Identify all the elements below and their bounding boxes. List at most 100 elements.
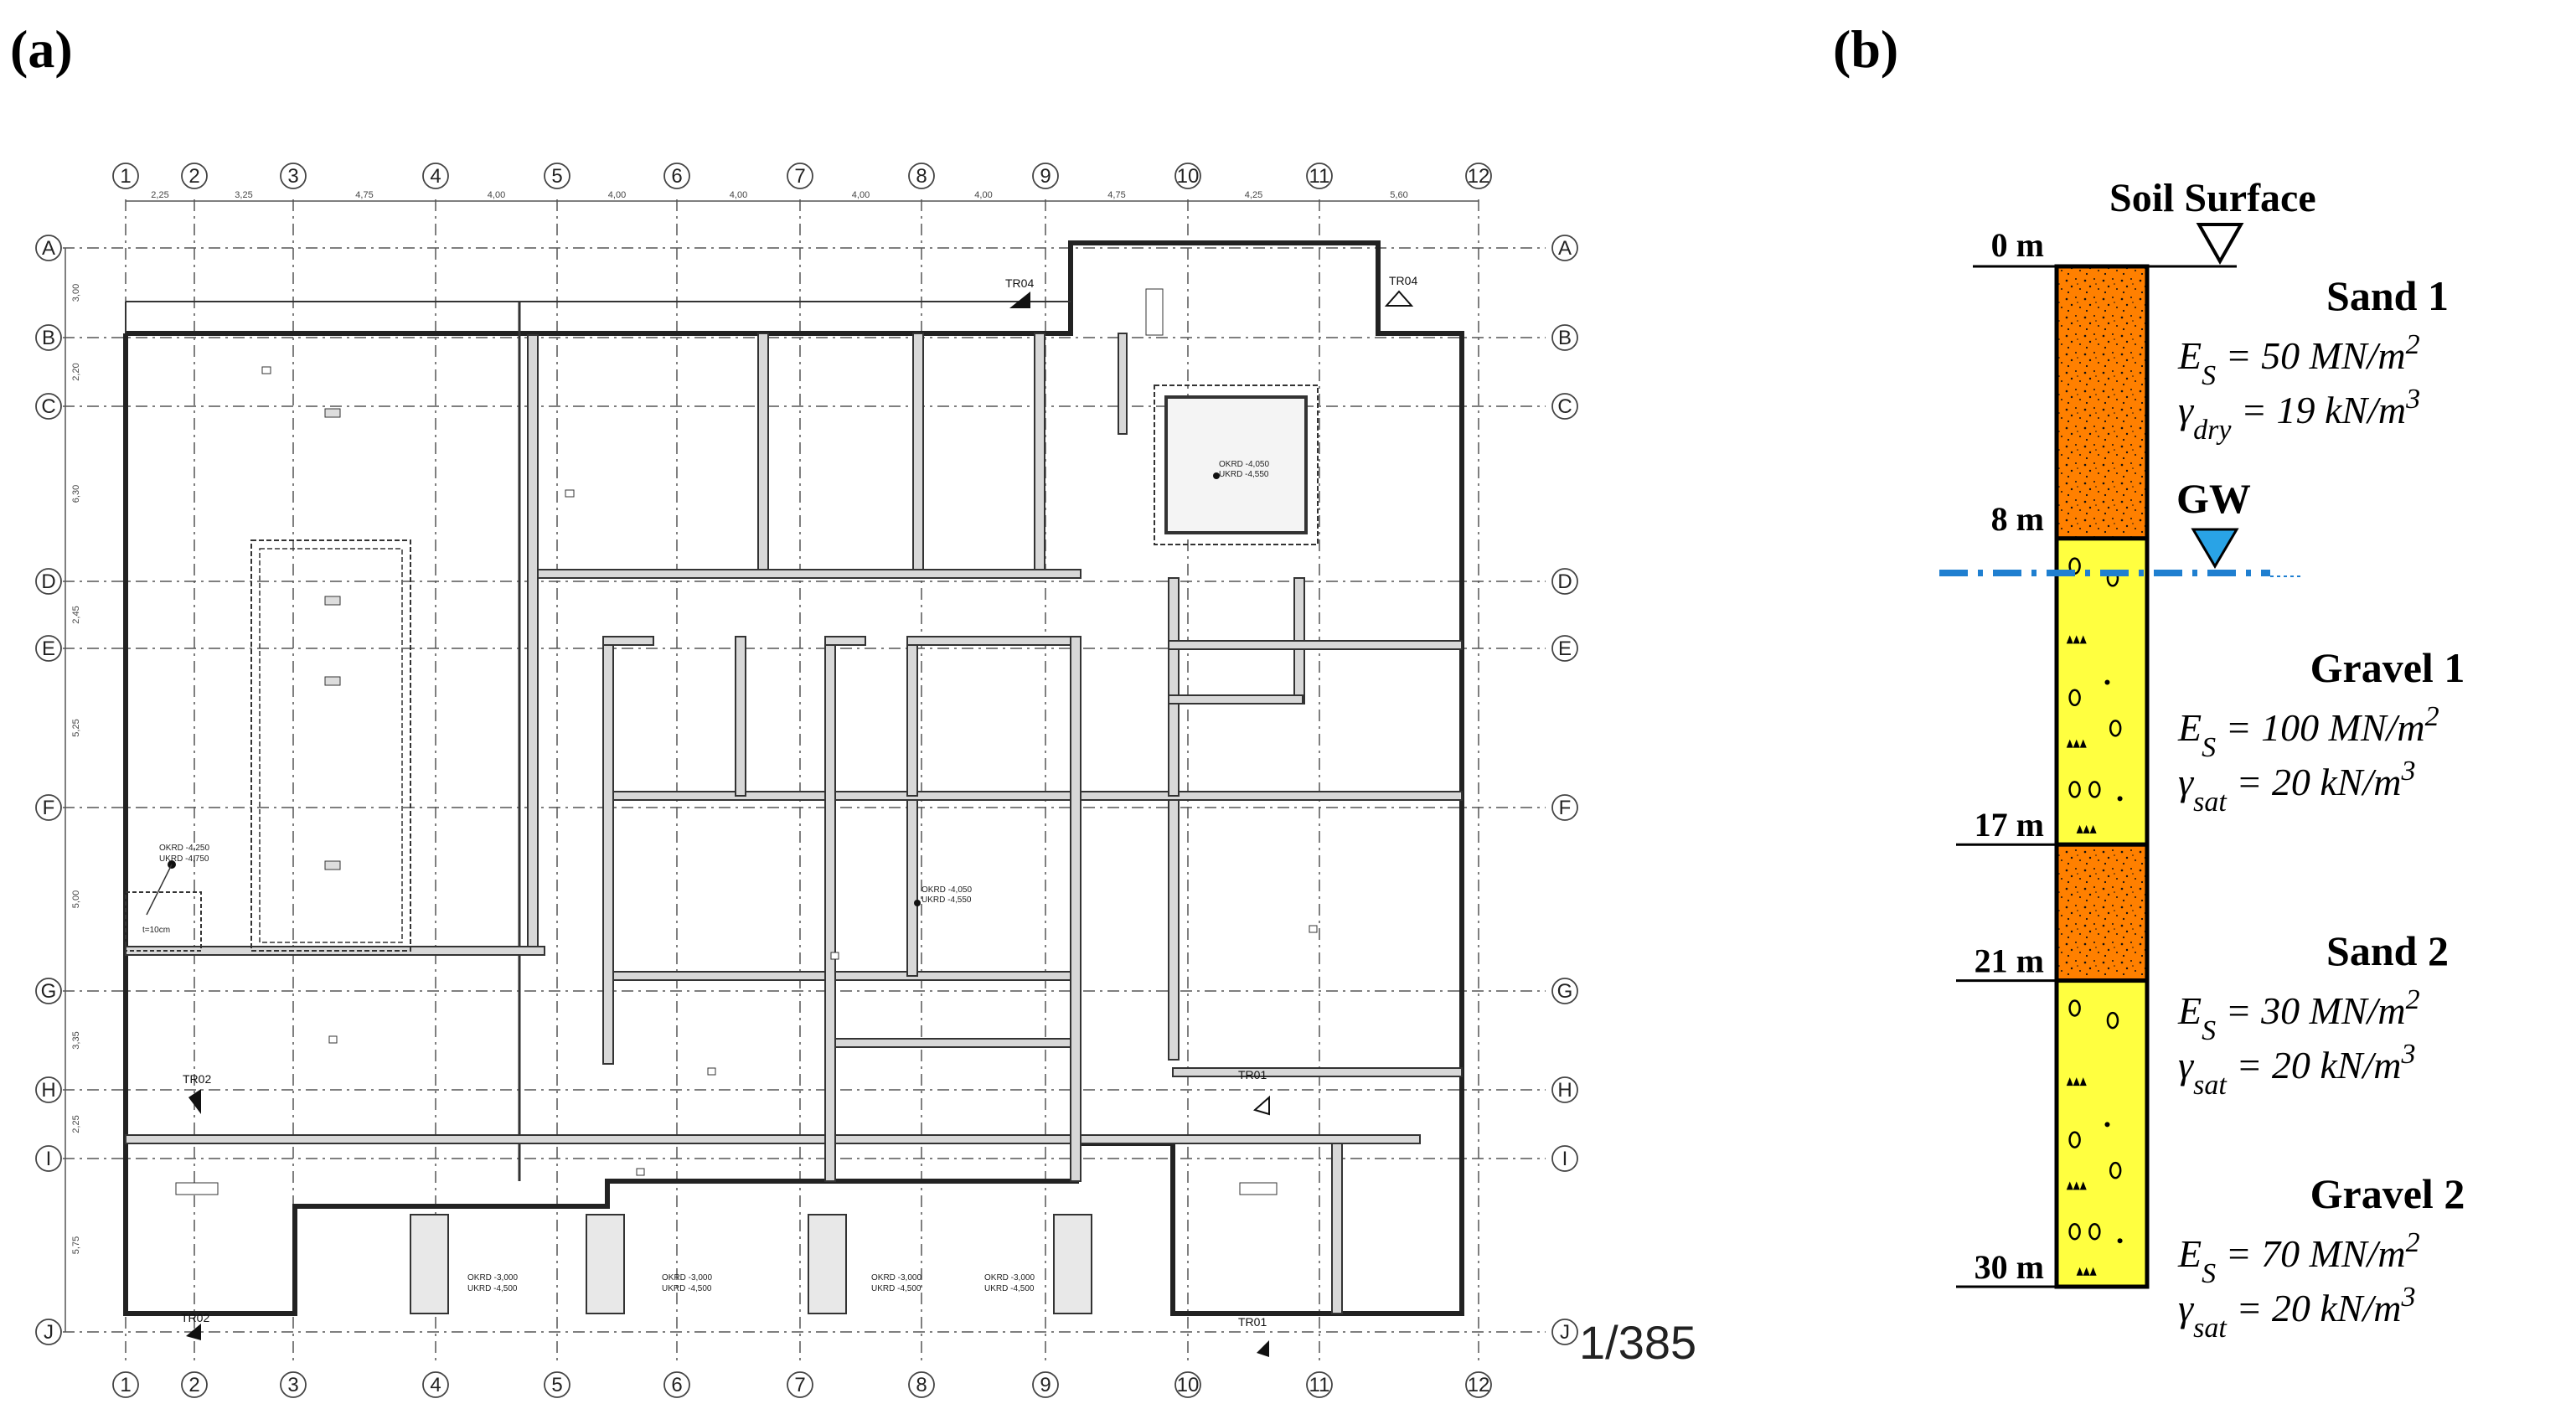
col-axis-bubble: [1306, 163, 1333, 189]
marker: [1239, 1182, 1278, 1195]
col-axis-label: 6: [671, 165, 682, 188]
col-axis-bubble: [422, 1371, 449, 1398]
layer-property: ES = 30 MN/m2: [2177, 984, 2420, 1046]
row-axis-label: I: [1562, 1148, 1568, 1170]
note-dot-shaft: [1213, 472, 1220, 479]
col-axis-label: 12: [1468, 1374, 1490, 1396]
col-axis-bubble: [280, 1371, 307, 1398]
soil-layer-1: [2054, 264, 2150, 541]
gravel-cluster: [2076, 1267, 2097, 1276]
col-dimension: 4,00: [488, 190, 505, 200]
depth-label: 17 m: [1975, 806, 2044, 844]
col-axis-label: 5: [551, 165, 562, 188]
layer-property: ES = 100 MN/m2: [2177, 701, 2439, 763]
gravel-pebble: [2068, 999, 2081, 1017]
col-dimension: 4,00: [730, 190, 747, 200]
col-axis-bubble: [908, 163, 935, 189]
footing-2: [586, 1214, 625, 1314]
row-axis-bubble: [1551, 794, 1578, 821]
note-center-okrd: OKRD -4,050: [921, 885, 972, 895]
wall-h-right: [1172, 1067, 1463, 1077]
gravel-pebble: [2088, 781, 2101, 798]
col-axis-bubble: [181, 1371, 208, 1398]
wall-3: [1034, 333, 1045, 573]
wall-1: [757, 333, 769, 573]
col-axis-bubble: [663, 163, 690, 189]
row-axis-label: A: [1558, 237, 1572, 260]
col-axis-bubble: [544, 1371, 570, 1398]
col-axis-bubble: [181, 163, 208, 189]
layer-name: Gravel 2: [2310, 1170, 2465, 1217]
gravel-dot: [2117, 1238, 2123, 1244]
panel-b: (b) Soil Surface 0 m8 m17 m21 m30 m Sand…: [1833, 19, 2465, 1344]
note-left-ukrd: UKRD -4,750: [159, 854, 209, 864]
row-axis-bubble: [1551, 1145, 1578, 1172]
layer-property: γsat = 20 kN/m3: [2178, 1282, 2415, 1344]
tag-tr01-a: TR01: [1238, 1068, 1267, 1081]
wall-stub-3: [906, 636, 1071, 646]
col-axis-label: 7: [794, 1374, 805, 1396]
row-axis-bubble: [35, 324, 62, 351]
row-axis-label: J: [44, 1321, 54, 1344]
marker: [324, 408, 341, 418]
axis-i-wall: [125, 1134, 1421, 1144]
col-axis-bubble: [1032, 1371, 1059, 1398]
row-axis-label: G: [1557, 980, 1573, 1003]
col-axis-bubble: [1465, 163, 1492, 189]
footings: [410, 1214, 1092, 1314]
row-axis-bubble: [35, 1076, 62, 1103]
wall-d-row: [535, 569, 1082, 579]
depth-label: 30 m: [1975, 1248, 2044, 1286]
col-axis-label: 1: [120, 165, 131, 188]
gravel-dot: [2104, 1122, 2110, 1128]
col-axis-bubble: [787, 1371, 813, 1398]
wall-h-part: [824, 1038, 1082, 1048]
row-axis-bubble: [35, 393, 62, 420]
col-axis-bubble: [112, 1371, 139, 1398]
row-axis-label: H: [41, 1079, 55, 1102]
depth-label: 8 m: [1991, 500, 2044, 538]
marker: [324, 860, 341, 870]
wall-v-g: [1168, 577, 1180, 797]
wall-2: [912, 333, 924, 573]
tag-tr02-a: TR02: [183, 1072, 211, 1086]
gravel-cluster: [2066, 1181, 2087, 1190]
gravel-cluster: [2066, 739, 2087, 748]
col-axis-label: 10: [1177, 1374, 1200, 1396]
footing-3: [808, 1214, 847, 1314]
tag-tr02-b: TR02: [181, 1311, 209, 1324]
col-axis-label: 10: [1177, 165, 1200, 188]
soil-surface-triangle-icon: [2196, 223, 2244, 266]
col-axis-label: 12: [1468, 165, 1490, 188]
layer-name: Sand 2: [2326, 927, 2449, 974]
marker: [328, 1035, 338, 1044]
tag-tr04-a: TR04: [1005, 276, 1034, 290]
gravel-pebble: [2068, 1222, 2081, 1241]
section-mark-tr01-b: [1257, 1340, 1269, 1357]
row-axis-label: C: [1557, 395, 1572, 418]
plan-grid-lines: [63, 199, 1546, 1361]
row-axis-label: E: [42, 637, 55, 660]
row-axis-label: F: [43, 797, 55, 819]
note-footing-4b: UKRD -4,500: [984, 1284, 1035, 1293]
col-axis-bubble: [1032, 163, 1059, 189]
col-dimension: 5,60: [1390, 190, 1407, 200]
marker: [261, 366, 271, 374]
section-mark-tr02-a: [188, 1089, 201, 1114]
row-dimension: 5,75: [71, 1236, 81, 1254]
wall-v-j: [1331, 1143, 1343, 1314]
gw-label: GW: [2176, 475, 2251, 522]
col-dimension: 4,75: [1107, 190, 1125, 200]
note-footing-3a: OKRD -3,000: [871, 1273, 921, 1283]
col-dimension: 4,00: [974, 190, 992, 200]
row-axis-bubble: [1551, 1319, 1578, 1345]
row-dimension: 3,35: [71, 1031, 81, 1049]
col-axis-label: 2: [188, 1374, 199, 1396]
layer-name: Sand 1: [2326, 272, 2449, 319]
note-left-okrd: OKRD -4,250: [159, 844, 209, 853]
gravel-pebble: [2068, 781, 2081, 798]
soil-layer-3: [2054, 842, 2150, 983]
